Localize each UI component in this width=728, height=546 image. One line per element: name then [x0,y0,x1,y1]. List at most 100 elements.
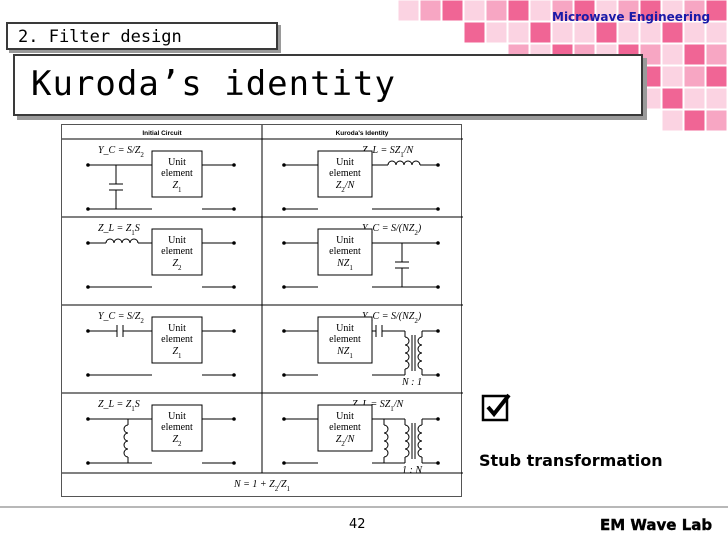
unit-element-impedance: NZ1 [336,258,353,272]
unit-element-box [151,228,203,276]
column-header-initial: Initial Circuit [142,130,182,137]
mosaic-square [639,43,662,66]
slide-title: Kuroda’s identity [31,64,396,104]
inductor [387,160,421,166]
mosaic-square [529,21,552,44]
left-element-label: Z_L = Z1S [98,399,140,413]
unit-element-impedance: Z2 [172,258,182,272]
mosaic-square [705,109,728,132]
unit-element-box [151,316,203,364]
unit-element-text: Unit [168,411,186,422]
inductor [383,424,389,458]
mosaic-square [485,0,508,22]
unit-element-impedance: NZ1 [336,346,353,360]
mosaic-square [683,87,706,110]
section-tab: 2. Filter design [6,22,278,50]
mosaic-square [463,21,486,44]
mosaic-square [683,65,706,88]
checkbox-checked-icon [481,393,511,422]
mosaic-square [617,0,640,22]
unit-element-text: element [161,168,193,179]
inductor [404,424,410,458]
unit-element-text: Unit [336,235,354,246]
unit-element-text: Unit [168,157,186,168]
unit-element-text: Unit [168,323,186,334]
unit-element-text: element [329,334,361,345]
unit-element-text: Unit [168,235,186,246]
mosaic-square [683,109,706,132]
mosaic-square [441,0,464,22]
unit-element-box [317,228,373,276]
unit-element-text: element [161,246,193,257]
unit-element-text: element [161,334,193,345]
right-element-label: Z_L = SZ1/N [362,145,415,159]
mosaic-square [617,21,640,44]
mosaic-square [398,0,420,22]
mosaic-square [507,0,530,22]
mosaic-square [639,87,662,110]
mosaic-square [529,0,552,22]
mosaic-square [639,65,662,88]
unit-element-impedance: Z2/N [336,180,356,194]
footer-divider [0,506,728,508]
mosaic-square [551,0,574,22]
section-label: 2. Filter design [18,27,182,47]
turns-ratio-label: N : 1 [401,377,422,388]
turns-ratio-label: 1 : N [402,465,423,476]
footnote-formula: N = 1 + Z2/Z1 [233,479,291,493]
mosaic-square [507,21,530,44]
mosaic-square [485,21,508,44]
left-element-label: Y_C = S/Z2 [98,311,144,325]
right-element-label: Y_C = S/(NZ2) [362,311,422,325]
left-element-label: Y_C = S/Z2 [98,145,144,159]
mosaic-square [683,0,706,22]
mosaic-square [683,43,706,66]
unit-element-impedance: Z2 [172,434,182,448]
unit-element-impedance: Z1 [172,180,182,194]
page-number: 42 [349,517,366,532]
mosaic-square [661,21,684,44]
column-header-kuroda: Kuroda's Identity [336,130,389,137]
mosaic-square [639,21,662,44]
brand-label: Microwave Engineering [552,10,711,24]
inductor [404,336,410,370]
unit-element-text: element [161,422,193,433]
mosaic-square [595,21,618,44]
unit-element-text: Unit [336,411,354,422]
mosaic-square [705,43,728,66]
mosaic-square [573,21,596,44]
mosaic-square [705,87,728,110]
stub-transformation-text: Stub transformation [479,451,663,470]
inductor [105,238,139,244]
lab-name: EM Wave Lab [600,516,713,534]
mosaic-square [661,109,684,132]
mosaic-square [419,0,442,22]
unit-element-box [317,150,373,198]
mosaic-square [705,65,728,88]
mosaic-square [639,0,662,22]
mosaic-square [661,65,684,88]
inductor [417,336,423,370]
mosaic-square [551,21,574,44]
unit-element-impedance: Z2/N [336,434,356,448]
unit-element-box [317,316,373,364]
mosaic-square [705,21,728,44]
right-element-label: Y_C = S/(NZ2) [362,223,422,237]
mosaic-square [595,0,618,22]
unit-element-impedance: Z1 [172,346,182,360]
unit-element-box [151,404,203,452]
inductor [123,424,129,458]
inductor [417,424,423,458]
mosaic-square [661,43,684,66]
mosaic-square [705,0,728,22]
title-bar: Kuroda’s identity [13,54,643,116]
left-element-label: Z_L = Z1S [98,223,140,237]
mosaic-square [661,87,684,110]
unit-element-box [151,150,203,198]
unit-element-text: element [329,168,361,179]
mosaic-square [463,0,486,22]
unit-element-box [317,404,373,452]
